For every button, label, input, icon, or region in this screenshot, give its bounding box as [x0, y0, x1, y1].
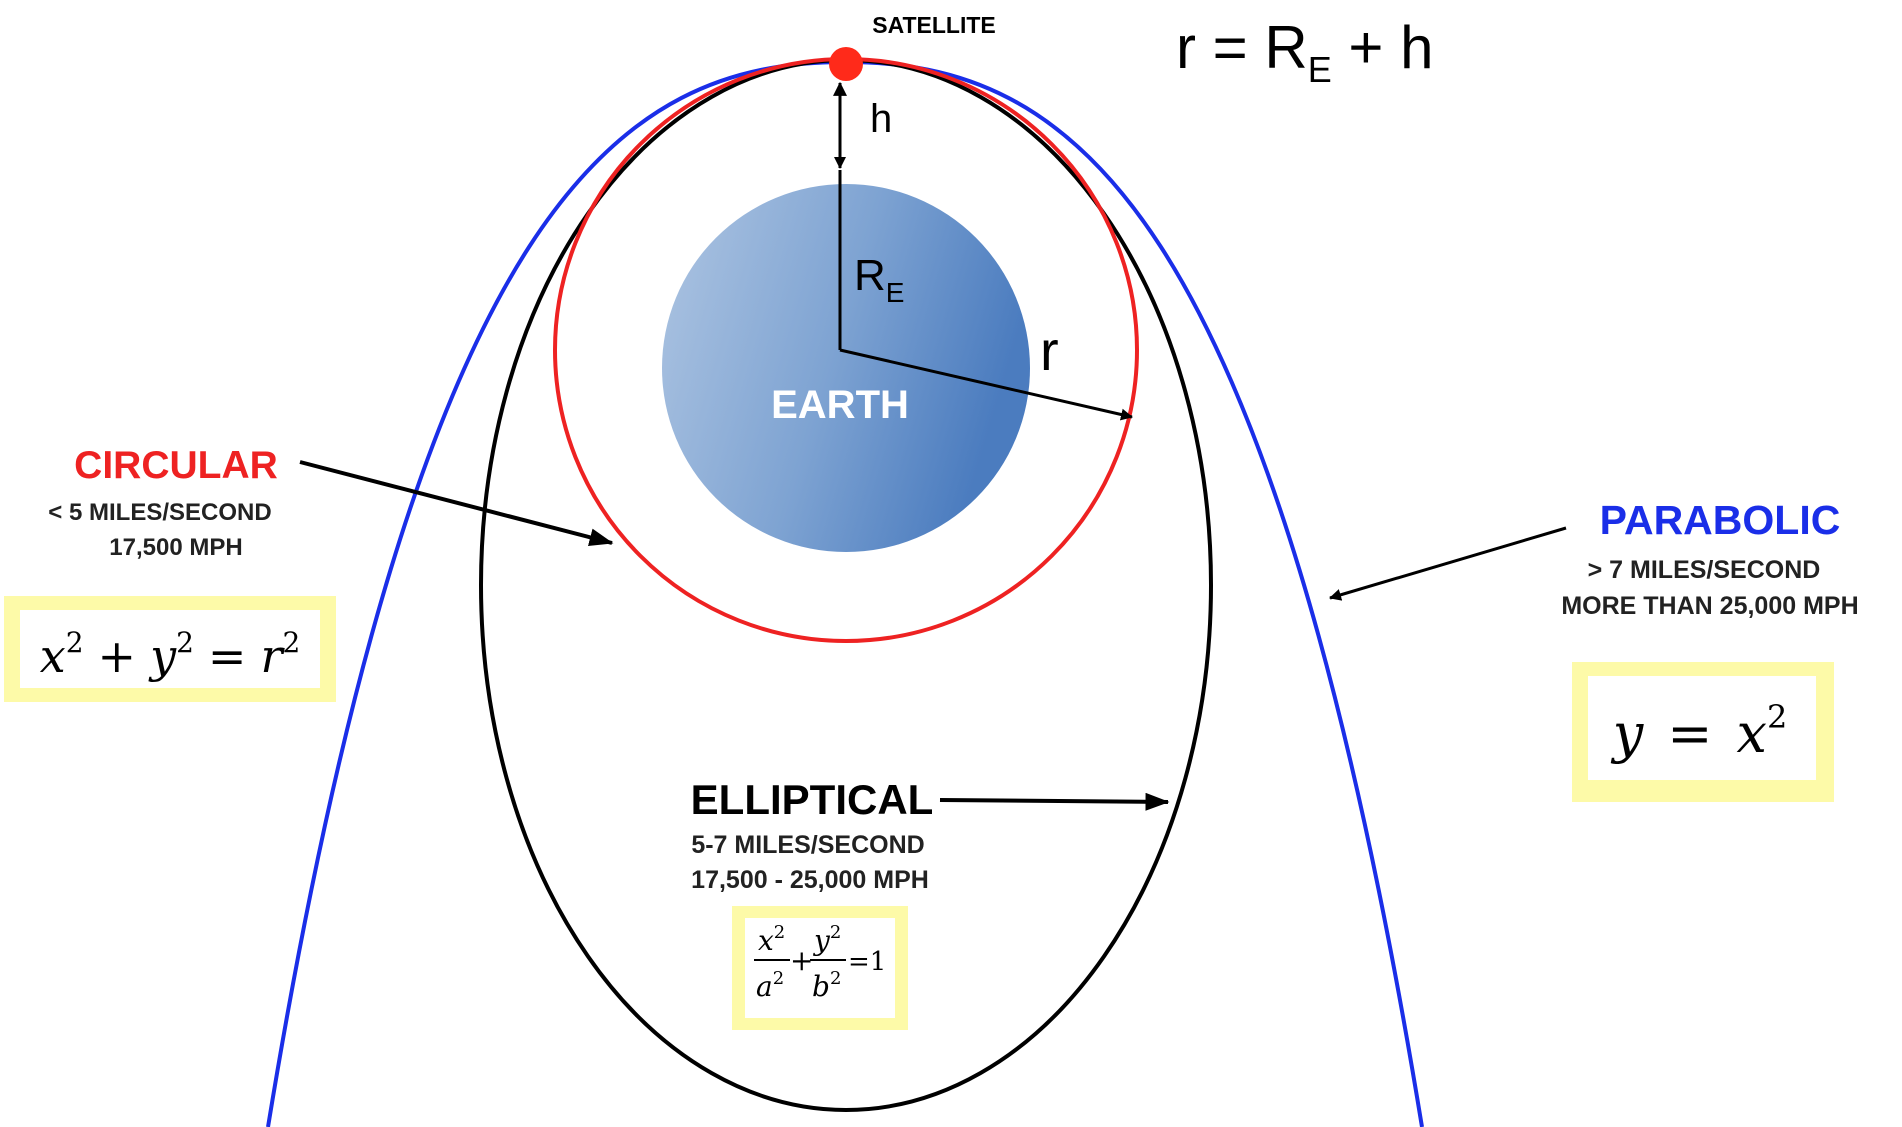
circular-equation: x2+y2=r2 [40, 626, 301, 683]
elliptical-equation: x2 a2 + y2 b2 =1 [754, 922, 886, 1003]
circular-equation-inner [20, 610, 320, 688]
elliptical-mph: 17,500 - 25,000 MPH [691, 866, 929, 894]
svg-text:=1: =1 [848, 947, 886, 977]
earth-radius-label: RE [854, 251, 904, 308]
formula-header: r = RE + h [1176, 14, 1433, 90]
parabolic-mph: MORE THAN 25,000 MPH [1561, 592, 1858, 620]
circular-speed: < 5 MILES/SECOND [48, 499, 271, 526]
circular-title: CIRCULAR [74, 444, 278, 487]
circular-pointer-arrow [299, 460, 614, 547]
parabolic-speed: > 7 MILES/SECOND [1588, 556, 1821, 584]
svg-text:b2: b2 [812, 968, 841, 1003]
elliptical-speed: 5-7 MILES/SECOND [691, 831, 924, 859]
elliptical-pointer-arrow [939, 792, 1170, 811]
earth [662, 184, 1030, 552]
circular-mph: 17,500 MPH [109, 534, 242, 561]
elliptical-title: ELLIPTICAL [691, 776, 934, 823]
parabolic-title: PARABOLIC [1600, 497, 1841, 543]
height-label: h [870, 97, 892, 141]
elliptical-equation-inner [745, 918, 895, 1018]
parabolic-equation: y=x2 [1611, 698, 1788, 765]
svg-text:x2: x2 [758, 922, 785, 957]
orbit-radius-label: r [1040, 319, 1059, 382]
earth-label: EARTH [771, 383, 909, 427]
orbit-radius-arrow [839, 348, 1133, 421]
satellite [829, 47, 863, 81]
svg-text:y2: y2 [812, 922, 841, 957]
satellite-label: SATELLITE [872, 12, 996, 38]
parabolic-pointer-arrow [1329, 526, 1567, 601]
svg-text:a2: a2 [756, 968, 784, 1003]
svg-text:+: + [790, 944, 813, 977]
parabolic-equation-inner [1588, 676, 1816, 780]
